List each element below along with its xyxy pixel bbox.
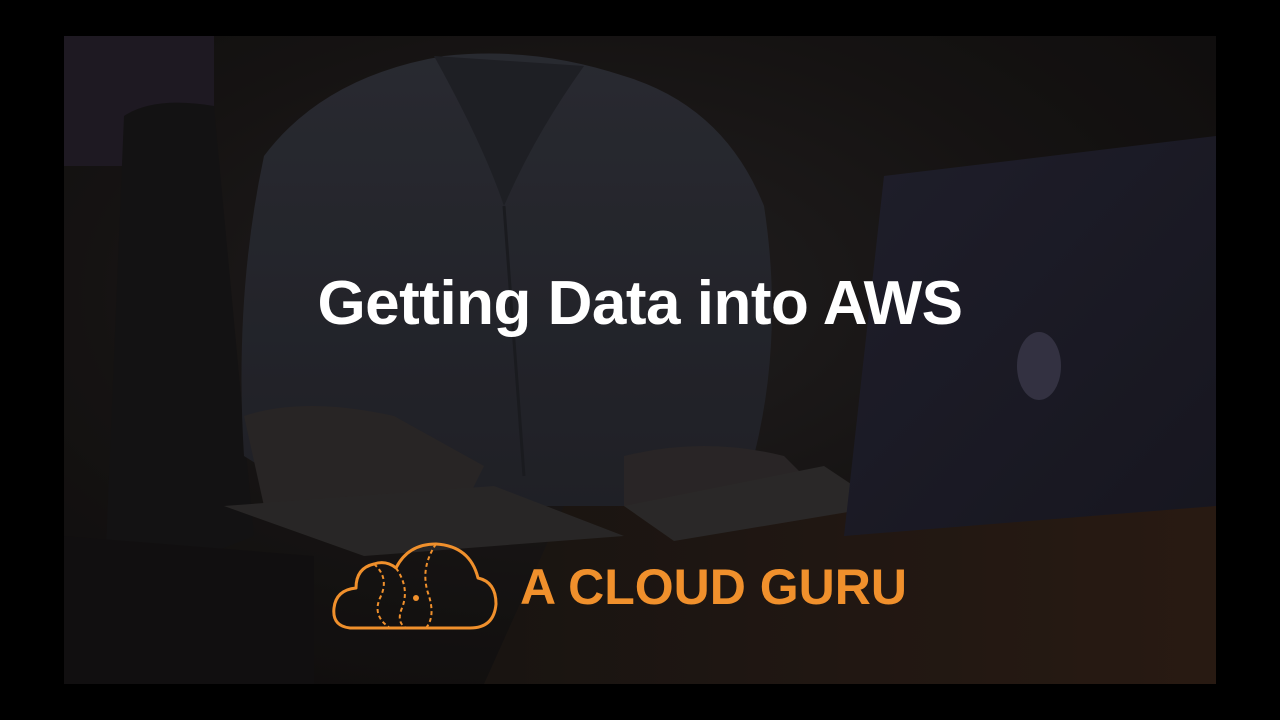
- dark-overlay: [64, 36, 1216, 684]
- brand-name: A CLOUD GURU: [520, 559, 908, 615]
- title-slide: [64, 36, 1216, 684]
- background-photo: [64, 36, 1216, 684]
- brand-logo: A CLOUD GURU: [330, 538, 970, 638]
- cloud-icon: [332, 542, 498, 630]
- slide-title: Getting Data into AWS: [317, 269, 963, 338]
